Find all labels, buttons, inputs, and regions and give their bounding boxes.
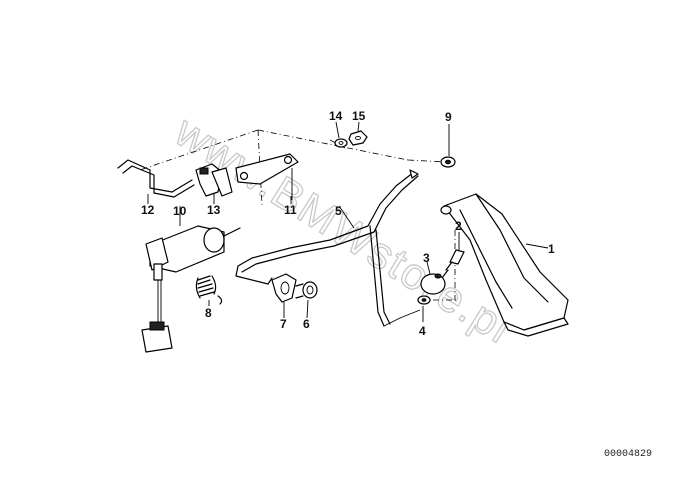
part-15-nut [348,130,368,146]
part-11-bracket [235,153,299,200]
part-5-rod [235,169,421,327]
part-8-spring [195,275,223,305]
callout-15: 15 [352,109,366,123]
callout-8: 8 [205,306,212,320]
part-7-clip [271,273,297,303]
part-2-bolt [441,249,465,279]
part-10-actuator [141,225,241,353]
callouts: 1 2 3 4 5 6 7 8 9 10 11 12 13 14 15 [141,109,555,338]
part-13-clip [195,163,233,197]
callout-1: 1 [548,242,555,256]
part-1-pedal [440,193,569,337]
callout-5: 5 [335,204,342,218]
callout-3: 3 [423,251,430,265]
callout-14: 14 [329,109,343,123]
callout-6: 6 [303,317,310,331]
part-12-rod [117,159,195,198]
callout-10: 10 [173,204,187,218]
part-6-bushing [295,281,318,299]
callout-4: 4 [419,324,426,338]
callout-2: 2 [455,219,462,233]
callout-12: 12 [141,203,155,217]
part-4-nut [417,295,431,305]
leader-lines [147,121,549,322]
callout-11: 11 [284,203,297,217]
drawing-code: 00004829 [604,449,652,460]
callout-9: 9 [445,110,452,124]
callout-13: 13 [207,203,221,217]
part-3-stop [420,273,446,295]
part-9-nut [440,156,456,168]
callout-7: 7 [280,317,287,331]
part-14-nut [334,138,348,148]
